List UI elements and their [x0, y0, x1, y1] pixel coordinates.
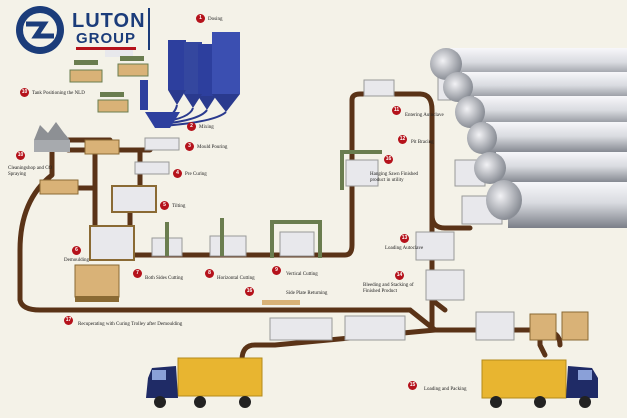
- step-label: Horizontal Cutting: [217, 276, 255, 281]
- step-label: Pit Bracing: [411, 140, 434, 145]
- step-label-text: Hanging Sawn Finished product in utility: [370, 172, 419, 183]
- step-label: Loading and Packing: [424, 387, 467, 392]
- silo-group: [140, 32, 240, 128]
- step-label: Bleeding and Stacking of Finished Produc…: [363, 283, 425, 295]
- cutting-machines: [151, 218, 322, 258]
- step-badge: 5: [160, 201, 169, 210]
- step-badge: 15: [408, 381, 417, 390]
- step-label: Loading Autoclave: [385, 246, 424, 251]
- step-label: Side Plate Returning: [286, 291, 328, 296]
- step-label-text: Bleeding and Stacking of Finished Produc…: [363, 283, 414, 294]
- truck-right: [481, 359, 598, 408]
- step-badge: 10: [20, 88, 29, 97]
- step-label: Demoulding: [64, 258, 89, 263]
- step-label: Mould Pouring: [197, 145, 228, 150]
- step-badge: 6: [72, 246, 81, 255]
- step-badge: 2: [187, 122, 196, 131]
- step-badge: 4: [173, 169, 182, 178]
- autoclave-pipes: [430, 48, 627, 228]
- step-label: Recuperating with Curing Trolley after D…: [78, 322, 183, 327]
- step-label: Both Sides Cutting: [145, 276, 184, 281]
- luton-group-logo: [16, 6, 150, 54]
- step-label: Entering Autoclave: [405, 113, 444, 118]
- step-label: Cleaningshop and CO Spraying: [8, 166, 60, 178]
- block-stacks: [262, 73, 589, 341]
- step-label: Pre Curing: [185, 172, 207, 177]
- step-badge: 9: [272, 266, 281, 275]
- brand-name-line1: LUTON: [72, 10, 146, 32]
- step-label: Dosing: [208, 17, 223, 22]
- step-label: Tank Positioning the NLD: [32, 91, 85, 96]
- step-badge: 7: [133, 269, 142, 278]
- brand-name-line2: GROUP: [76, 30, 137, 47]
- feeder-machine: [34, 122, 70, 152]
- step-badge: 8: [205, 269, 214, 278]
- step-badge: 16: [384, 155, 393, 164]
- step-label: Tilting: [172, 204, 186, 209]
- step-badge: 12: [398, 135, 407, 144]
- step-badge: 16: [245, 287, 254, 296]
- step-badge: 1: [196, 14, 205, 23]
- step-badge: 10: [16, 151, 25, 160]
- step-badge: 17: [64, 316, 73, 325]
- step-label: Hanging Sawn Finished product in utility: [370, 172, 432, 184]
- step-label-text: Cleaningshop and CO Spraying: [8, 166, 53, 177]
- mixing-stations: [69, 50, 149, 113]
- step-badge: 11: [392, 106, 401, 115]
- step-label: Mixing: [199, 125, 214, 130]
- step-badge: 13: [400, 234, 409, 243]
- step-badge: 3: [185, 142, 194, 151]
- mould-carts: [39, 137, 180, 302]
- truck-left: [146, 357, 263, 408]
- step-label: Vertical Cutting: [286, 272, 318, 277]
- step-badge: 14: [395, 271, 404, 280]
